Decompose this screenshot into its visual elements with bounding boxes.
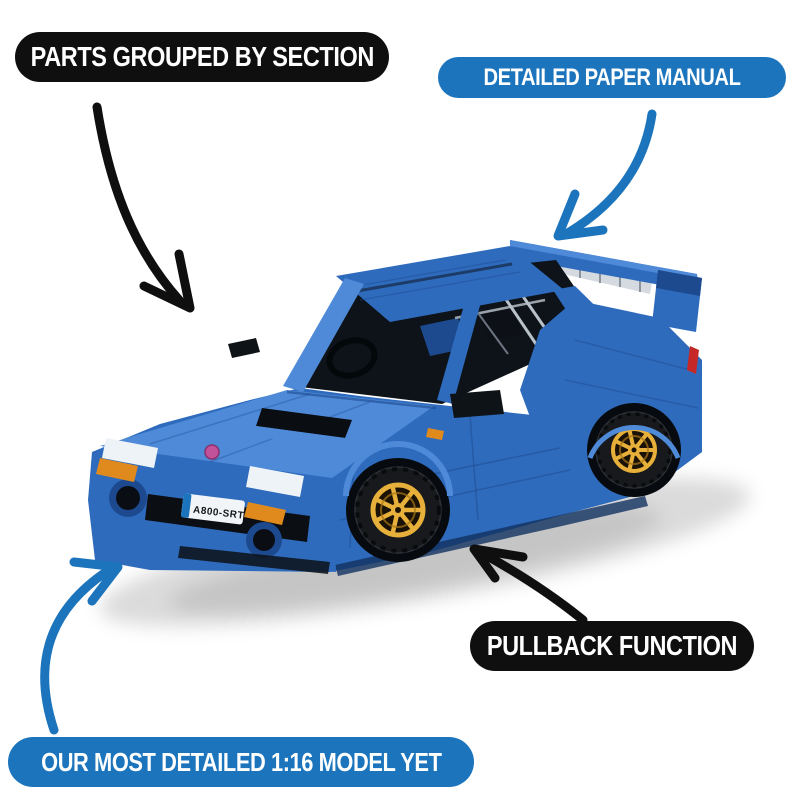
callout-parts-badge: PARTS GROUPED BY SECTION [15, 32, 389, 82]
callout-manual-badge: DETAILED PAPER MANUAL [438, 57, 786, 98]
rear-wheel [587, 403, 681, 497]
rear-fender-flare [587, 425, 681, 459]
a-pillar [283, 278, 364, 392]
hood [100, 390, 437, 478]
bumper-vent [178, 546, 330, 574]
parts-arrow [92, 102, 195, 313]
side-mirror [450, 390, 504, 418]
hood-emblem [204, 444, 220, 460]
headlight-right [246, 466, 304, 497]
license-plate: A800-SRT [180, 493, 245, 525]
callout-model-label: OUR MOST DETAILED 1:16 MODEL YET [40, 746, 442, 777]
seat [480, 307, 522, 341]
b-pillar [437, 298, 481, 404]
manual-arrow [553, 109, 657, 241]
callout-parts-label: PARTS GROUPED BY SECTION [30, 41, 374, 72]
rear-spoiler [505, 240, 702, 332]
model-arrow [40, 557, 123, 735]
callout-manual-label: DETAILED PAPER MANUAL [483, 63, 741, 91]
callout-pullback-badge: PULLBACK FUNCTION [470, 621, 754, 671]
front-wheel [346, 458, 450, 562]
callout-model-badge: OUR MOST DETAILED 1:16 MODEL YET [8, 737, 474, 787]
far-side-mirror [228, 338, 260, 358]
fender-marker [426, 428, 444, 440]
roll-cage-bar [503, 297, 542, 351]
taillight [687, 346, 699, 374]
front-fender-flare [343, 441, 453, 497]
headlight-left [102, 438, 158, 468]
indicator-left [96, 458, 138, 482]
steering-wheel [326, 337, 378, 379]
pullback-arrow [469, 544, 588, 625]
hood-scoop [256, 408, 352, 438]
greenhouse [228, 246, 564, 418]
front-fascia: A800-SRT [92, 438, 336, 574]
indicator-right [244, 502, 286, 525]
callout-pullback-label: PULLBACK FUNCTION [486, 630, 738, 661]
